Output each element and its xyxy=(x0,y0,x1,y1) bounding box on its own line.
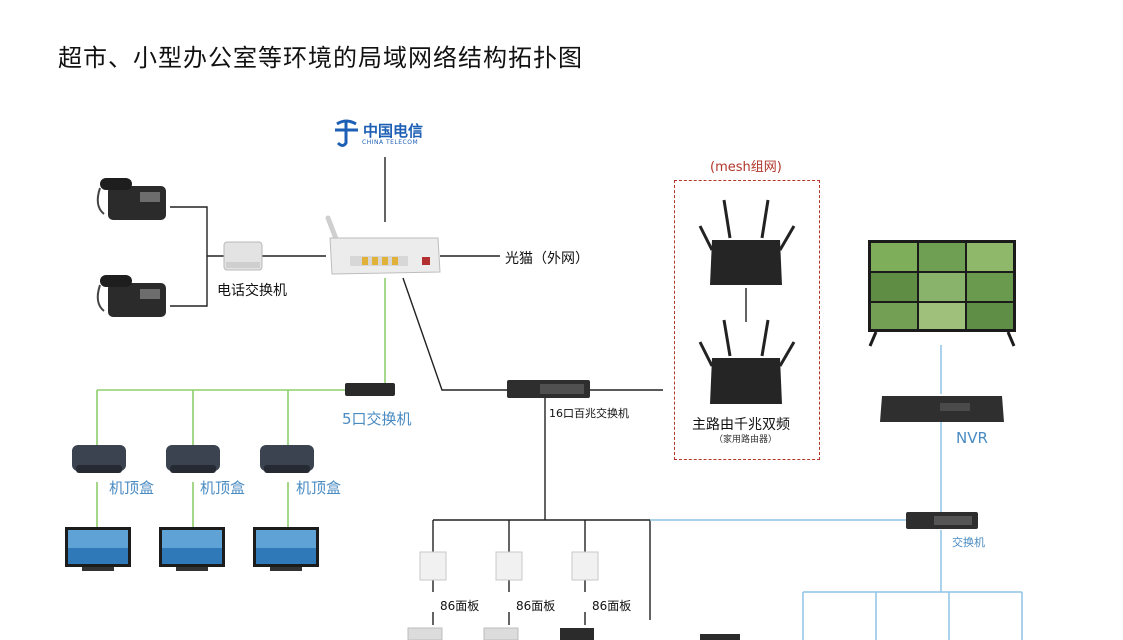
bottom-devices xyxy=(407,627,740,640)
sixteen-port-switch-icon xyxy=(507,380,590,398)
china-telecom-logo-icon xyxy=(335,119,358,147)
green-links xyxy=(96,278,386,527)
surveillance-monitor-icon xyxy=(868,240,1016,347)
optical-modem-icon xyxy=(325,215,441,275)
logo-text-en: CHINA TELECOM xyxy=(362,139,419,146)
modem-label: 光猫（外网） xyxy=(505,251,589,267)
right-switch-label: 交换机 xyxy=(952,536,985,549)
router-sub-label: （家用路由器） xyxy=(714,435,778,445)
set-top-box-icon xyxy=(260,445,314,473)
blue-links xyxy=(650,345,1023,640)
tv-icon xyxy=(65,527,131,571)
black-links xyxy=(170,157,747,625)
logo-text-cn: 中国电信 xyxy=(363,122,424,140)
main-router-icon xyxy=(698,319,796,404)
stb-label-2: 机顶盒 xyxy=(200,479,246,497)
tv-icon xyxy=(159,527,225,571)
mesh-router-icon xyxy=(698,199,796,285)
page-title: 超市、小型办公室等环境的局域网络结构拓扑图 xyxy=(58,44,583,72)
nvr-icon xyxy=(880,396,1004,422)
stb-label-3: 机顶盒 xyxy=(296,479,342,497)
panel-label-2: 86面板 xyxy=(516,599,556,613)
phone-switch-label: 电话交换机 xyxy=(217,283,287,299)
right-switch-icon xyxy=(906,512,978,529)
set-top-box-icon xyxy=(166,445,220,473)
tv-icon xyxy=(253,527,319,571)
telephone-icon xyxy=(96,178,166,220)
nvr-label: NVR xyxy=(956,429,988,447)
sixteen-port-switch-label: 16口百兆交换机 xyxy=(549,407,629,420)
stb-label-1: 机顶盒 xyxy=(109,479,155,497)
panel-label-3: 86面板 xyxy=(592,599,632,613)
panel-label-1: 86面板 xyxy=(440,599,480,613)
telephone-icon xyxy=(96,275,166,317)
phone-switch-icon xyxy=(223,241,263,271)
wall-panel-icon xyxy=(495,551,523,581)
mesh-label: (mesh组网) xyxy=(710,160,782,175)
wall-panel-icon xyxy=(419,551,447,581)
set-top-box-icon xyxy=(72,445,126,473)
mesh-group-box xyxy=(674,180,820,460)
router-label: 主路由千兆双频 xyxy=(692,417,790,433)
five-port-switch-label: 5口交换机 xyxy=(342,410,412,428)
five-port-switch-icon xyxy=(345,383,395,396)
wall-panel-icon xyxy=(571,551,599,581)
